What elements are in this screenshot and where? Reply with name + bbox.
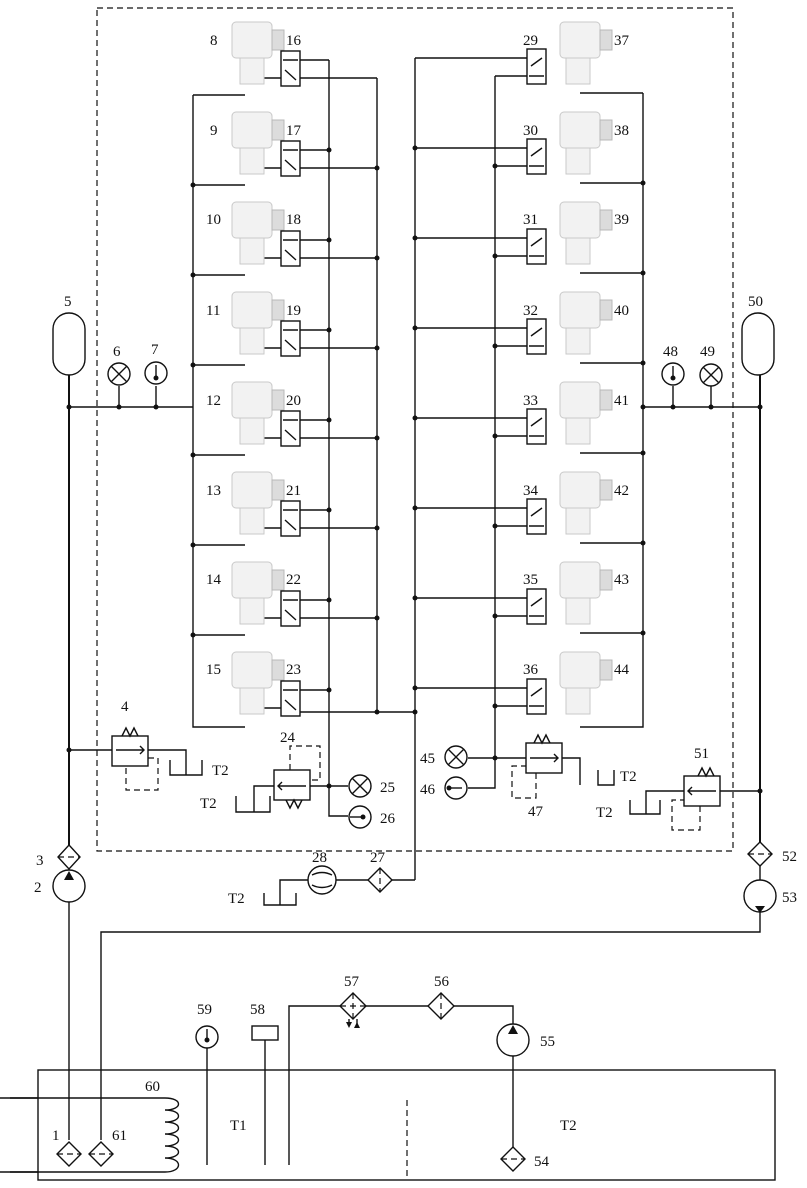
relief-valve-47 <box>495 735 614 798</box>
label-3: 3 <box>36 853 44 869</box>
label-8: 8 <box>210 33 218 49</box>
filter-27 <box>368 868 392 892</box>
label-35: 35 <box>523 572 538 588</box>
label-17: 17 <box>286 123 302 139</box>
label-53: 53 <box>782 890 797 906</box>
pressure-sensor-26 <box>349 806 371 828</box>
relief-valve-24 <box>236 746 329 812</box>
label-5: 5 <box>64 294 72 310</box>
label-57: 57 <box>344 974 360 990</box>
label-30: 30 <box>523 123 538 139</box>
left-valve-stack <box>191 22 380 716</box>
label-7: 7 <box>151 342 159 358</box>
pressure-gauge-49 <box>700 364 722 386</box>
label-13: 13 <box>206 483 221 499</box>
filter-56 <box>428 993 454 1019</box>
heater-coil-60 <box>165 1098 179 1172</box>
filter-52 <box>748 842 772 866</box>
label-47: 47 <box>528 804 544 820</box>
label-58: 58 <box>250 1002 265 1018</box>
label-9: 9 <box>210 123 218 139</box>
label-52: 52 <box>782 849 797 865</box>
label-42: 42 <box>614 483 629 499</box>
thermometer-48 <box>662 363 684 385</box>
label-26: 26 <box>380 811 396 827</box>
label-56: 56 <box>434 974 450 990</box>
label-32: 32 <box>523 303 538 319</box>
label-39: 39 <box>614 212 629 228</box>
label-49: 49 <box>700 344 715 360</box>
label-38: 38 <box>614 123 629 139</box>
flow-meter-28 <box>308 866 336 894</box>
label-34: 34 <box>523 483 539 499</box>
label-59: 59 <box>197 1002 212 1018</box>
label-60: 60 <box>145 1079 160 1095</box>
thermometer-7 <box>145 362 167 384</box>
tank-label-t2: T2 <box>212 763 229 779</box>
label-1: 1 <box>52 1128 60 1144</box>
label-40: 40 <box>614 303 629 319</box>
label-2: 2 <box>34 880 42 896</box>
label-22: 22 <box>286 572 301 588</box>
pressure-gauge-45 <box>445 746 467 768</box>
pressure-gauge-25 <box>349 775 371 797</box>
cooler-filter-57 <box>340 993 366 1028</box>
label-54: 54 <box>534 1154 550 1170</box>
label-48: 48 <box>663 344 678 360</box>
pump-53 <box>744 880 776 913</box>
thermometer-59 <box>196 1026 218 1048</box>
accumulator-5 <box>53 313 85 375</box>
relief-valve-4 <box>67 728 203 790</box>
relief-valve-51 <box>630 768 760 830</box>
filter-3 <box>58 845 80 869</box>
label-44: 44 <box>614 662 630 678</box>
label-23: 23 <box>286 662 301 678</box>
label-50: 50 <box>748 294 763 310</box>
label-55: 55 <box>540 1034 555 1050</box>
suction-filter-54 <box>501 1147 525 1171</box>
accumulator-50 <box>742 313 774 375</box>
label-18: 18 <box>286 212 301 228</box>
label-11: 11 <box>206 303 220 319</box>
pressure-sensor-46 <box>445 777 467 799</box>
label-51: 51 <box>694 746 709 762</box>
label-24: 24 <box>280 730 296 746</box>
label-4: 4 <box>121 699 129 715</box>
level-sensor-58 <box>252 1026 278 1040</box>
tank-label-t2: T2 <box>560 1118 577 1134</box>
label-43: 43 <box>614 572 629 588</box>
label-10: 10 <box>206 212 221 228</box>
tank-label-t2: T2 <box>596 805 613 821</box>
label-20: 20 <box>286 393 301 409</box>
tank-label-t2: T2 <box>228 891 245 907</box>
label-27: 27 <box>370 850 386 866</box>
label-21: 21 <box>286 483 301 499</box>
label-15: 15 <box>206 662 221 678</box>
label-28: 28 <box>312 850 327 866</box>
tank-label-t2: T2 <box>200 796 217 812</box>
return-filter-61 <box>89 1142 113 1166</box>
tank-label-t2: T2 <box>620 769 637 785</box>
label-29: 29 <box>523 33 538 49</box>
label-33: 33 <box>523 393 538 409</box>
suction-filter-1 <box>57 1142 81 1166</box>
label-31: 31 <box>523 212 538 228</box>
label-45: 45 <box>420 751 435 767</box>
pump-2 <box>53 870 85 902</box>
label-6: 6 <box>113 344 121 360</box>
label-16: 16 <box>286 33 302 49</box>
label-41: 41 <box>614 393 629 409</box>
label-19: 19 <box>286 303 301 319</box>
tank-label-t1: T1 <box>230 1118 247 1134</box>
label-46: 46 <box>420 782 436 798</box>
label-37: 37 <box>614 33 630 49</box>
label-61: 61 <box>112 1128 127 1144</box>
label-25: 25 <box>380 780 395 796</box>
pressure-gauge-6 <box>108 363 130 385</box>
label-14: 14 <box>206 572 222 588</box>
label-36: 36 <box>523 662 539 678</box>
label-12: 12 <box>206 393 221 409</box>
pump-55 <box>497 1024 529 1056</box>
